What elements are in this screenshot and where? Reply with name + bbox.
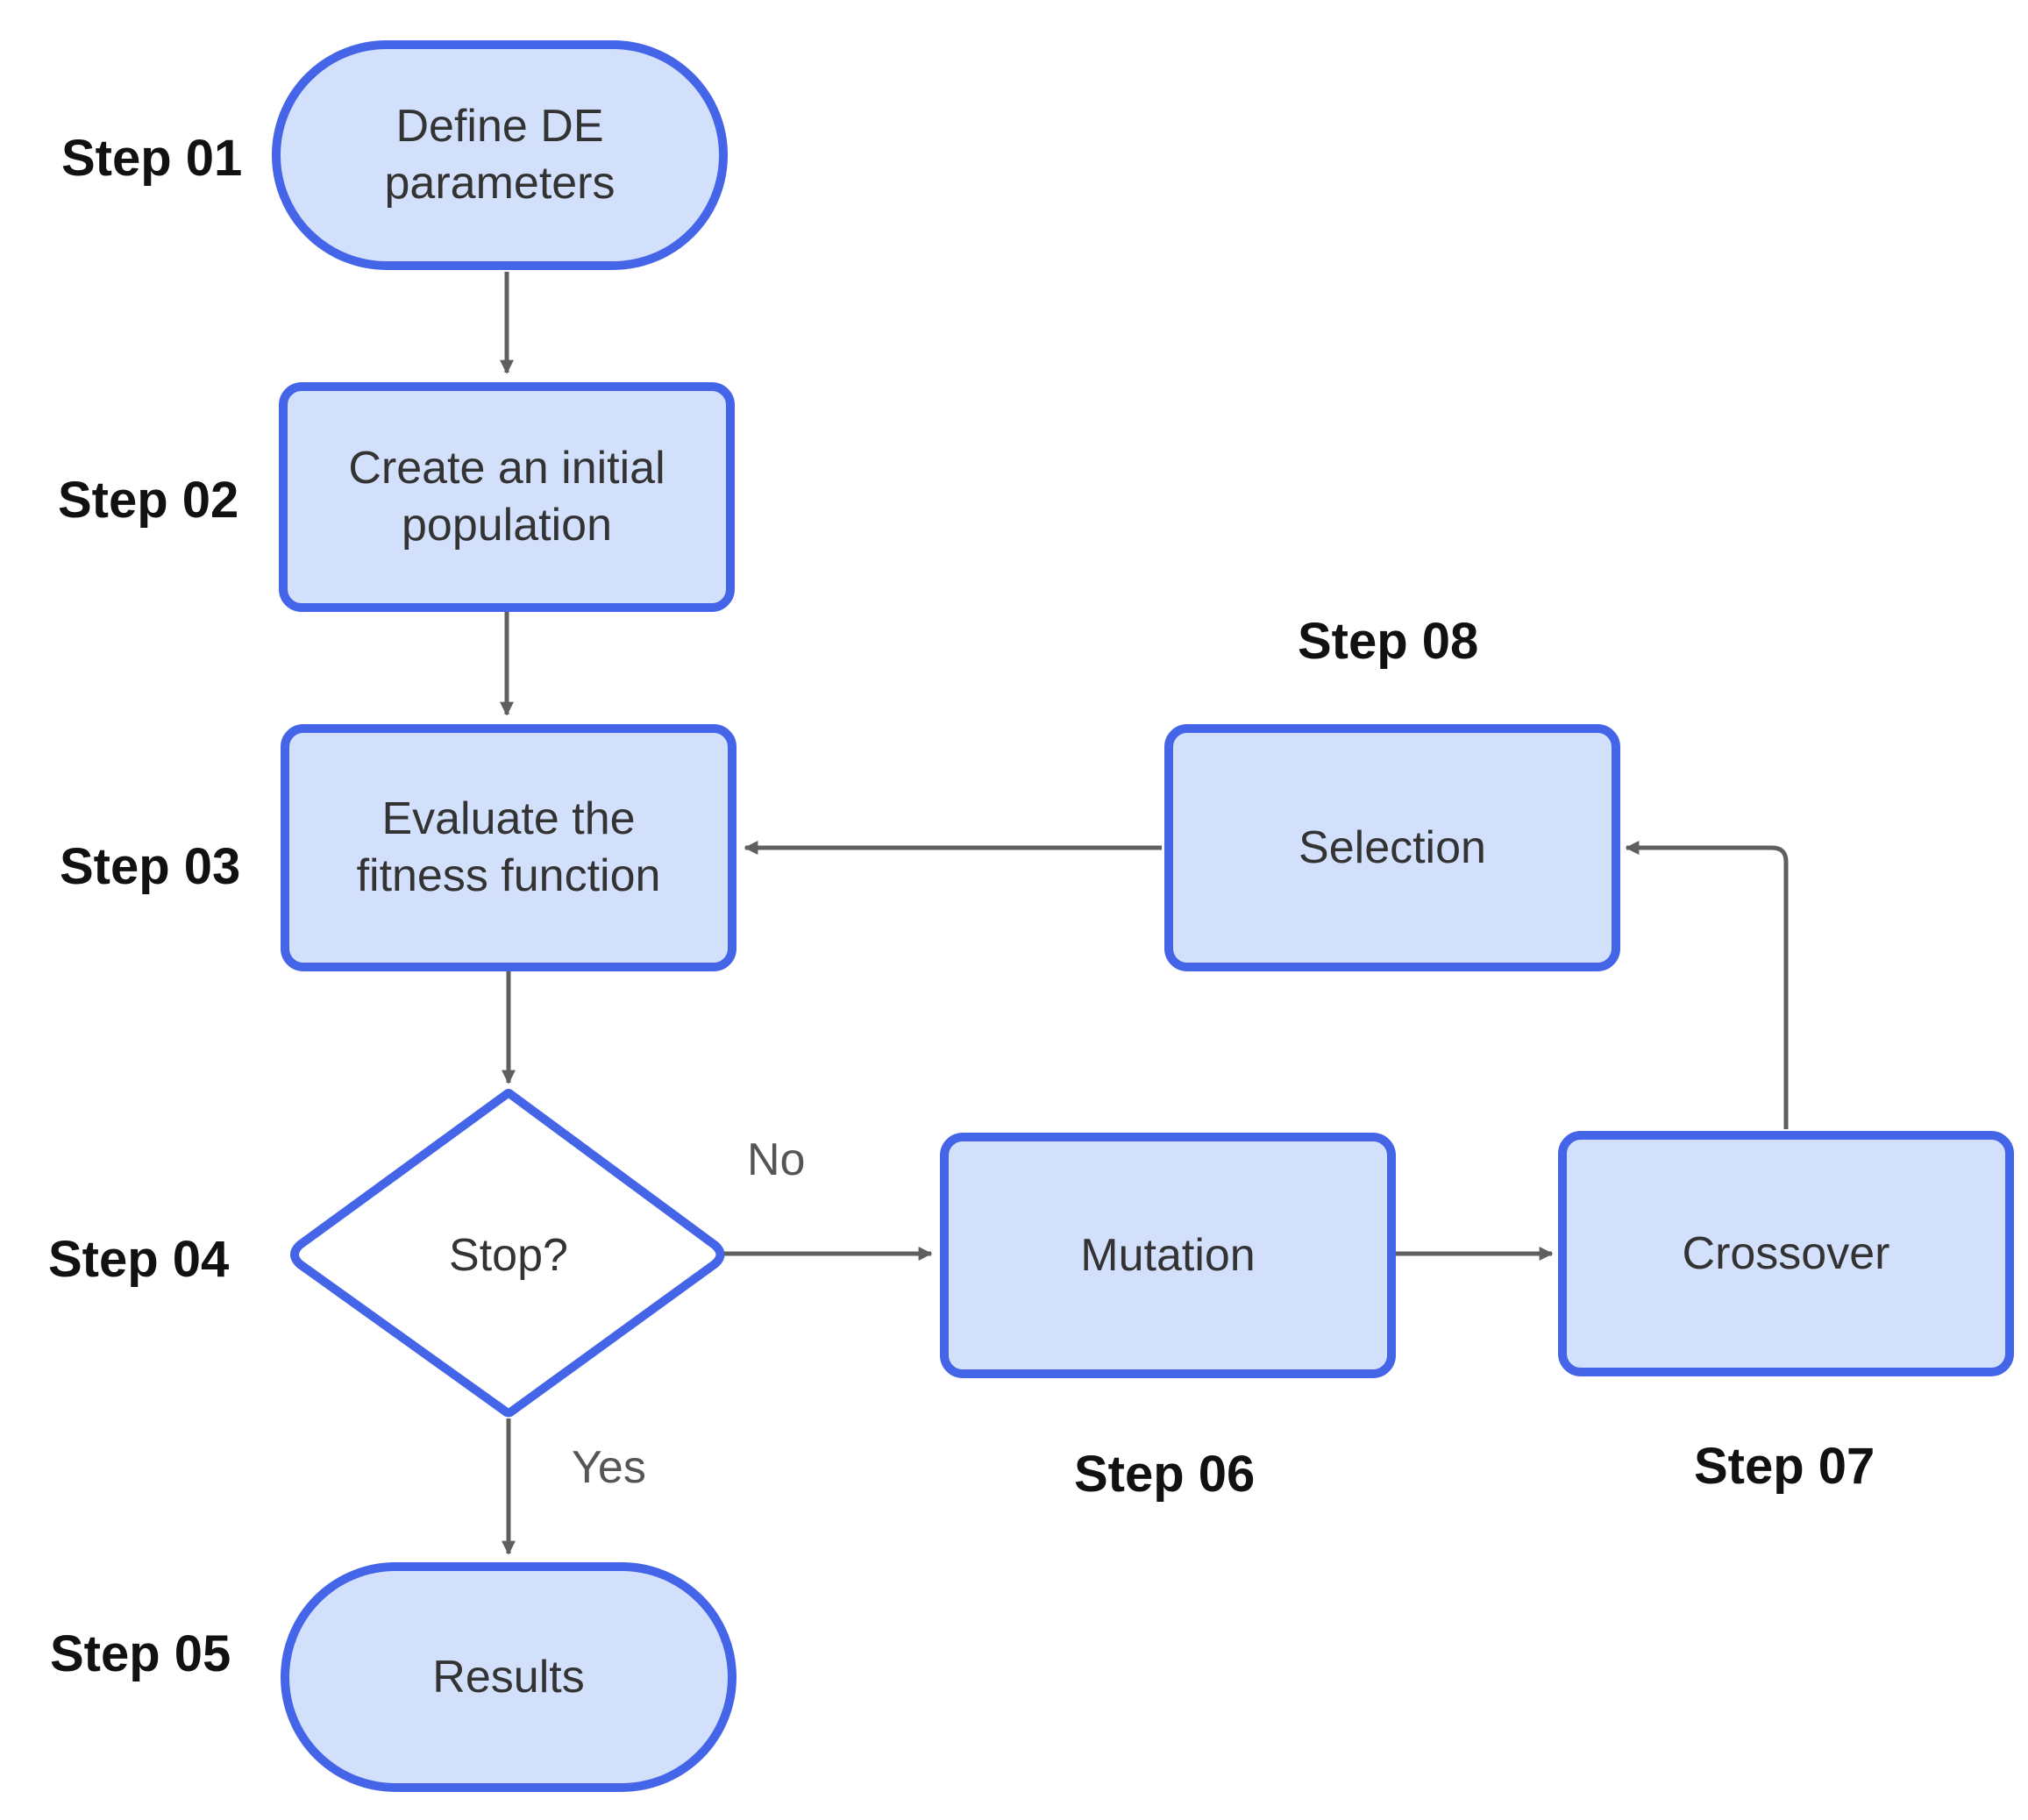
- edge-label-no: No: [747, 1134, 806, 1185]
- step-label-01: Step 01: [61, 130, 243, 187]
- step-label-07: Step 07: [1694, 1438, 1875, 1495]
- node-define-de-parameters-label: Define DE parameters: [384, 101, 616, 209]
- step-label-05: Step 05: [50, 1625, 231, 1682]
- node-define-de-parameters: Define DE parameters: [272, 40, 728, 270]
- node-stop-decision-label: Stop?: [449, 1230, 568, 1281]
- node-evaluate-fitness-function-label: Evaluate the fitness function: [356, 793, 661, 901]
- node-create-initial-population: Create an initial population: [279, 382, 735, 612]
- step-label-04: Step 04: [48, 1231, 230, 1288]
- node-mutation: Mutation: [940, 1133, 1396, 1378]
- node-mutation-label: Mutation: [1080, 1229, 1256, 1281]
- decision-diamond-stop: [290, 1089, 725, 1418]
- node-evaluate-fitness-function: Evaluate the fitness function: [281, 724, 736, 971]
- node-selection-label: Selection: [1299, 821, 1486, 873]
- step-label-03: Step 03: [60, 838, 241, 895]
- node-selection: Selection: [1164, 724, 1620, 971]
- step-label-08: Step 08: [1298, 613, 1479, 670]
- arrow-step07-to-step08: [1625, 840, 1789, 1129]
- node-results-label: Results: [432, 1651, 585, 1703]
- step-label-02: Step 02: [58, 472, 239, 529]
- step-label-06: Step 06: [1074, 1446, 1256, 1503]
- node-create-initial-population-label: Create an initial population: [348, 443, 665, 551]
- node-crossover: Crossover: [1558, 1131, 2014, 1376]
- node-results: Results: [281, 1562, 736, 1792]
- edge-label-yes: Yes: [572, 1442, 646, 1493]
- node-crossover-label: Crossover: [1682, 1227, 1890, 1279]
